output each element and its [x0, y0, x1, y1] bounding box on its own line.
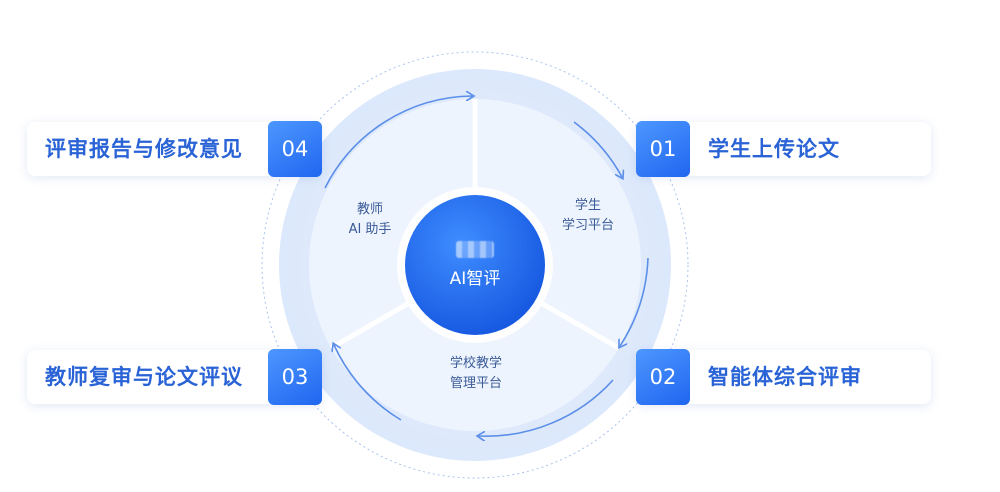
step-label-04: 评审报告与修改意见: [45, 137, 243, 161]
arrow-lower-left: [334, 345, 402, 421]
center-label: AI智评: [449, 269, 501, 289]
step-badge-03: 03: [268, 349, 322, 405]
segment-teacher-line2: AI 助手: [348, 222, 392, 237]
segment-teacher: 教师 AI 助手: [330, 200, 410, 240]
step-label-03: 教师复审与论文评议: [45, 365, 243, 389]
segment-student-line2: 学习平台: [561, 218, 614, 233]
arrow-upper-left: [324, 96, 472, 189]
segment-student-line1: 学生: [574, 198, 601, 213]
outer-dotted-ring: [261, 51, 689, 479]
step-card-02: 02 智能体综合评审: [636, 349, 931, 405]
arrow-bottom: [479, 379, 614, 436]
step-label-02: 智能体综合评审: [708, 365, 862, 389]
arrow-right: [573, 121, 622, 177]
segment-student: 学生 学习平台: [548, 196, 628, 236]
step-card-04: 评审报告与修改意见 04: [27, 121, 322, 177]
step-card-03: 教师复审与论文评议 03: [27, 349, 322, 405]
segment-school: 学校教学 管理平台: [436, 354, 516, 394]
blurred-logo: [456, 241, 494, 258]
segment-school-line2: 管理平台: [449, 376, 502, 391]
core-circle: [405, 195, 545, 335]
segment-school-line1: 学校教学: [449, 356, 502, 371]
arrow-lower-right: [620, 257, 649, 346]
step-badge-04: 04: [268, 121, 322, 177]
step-badge-01: 01: [636, 121, 690, 177]
segment-teacher-line1: 教师: [356, 202, 383, 217]
step-badge-02: 02: [636, 349, 690, 405]
step-label-01: 学生上传论文: [708, 137, 840, 161]
step-card-01: 01 学生上传论文: [636, 121, 931, 177]
